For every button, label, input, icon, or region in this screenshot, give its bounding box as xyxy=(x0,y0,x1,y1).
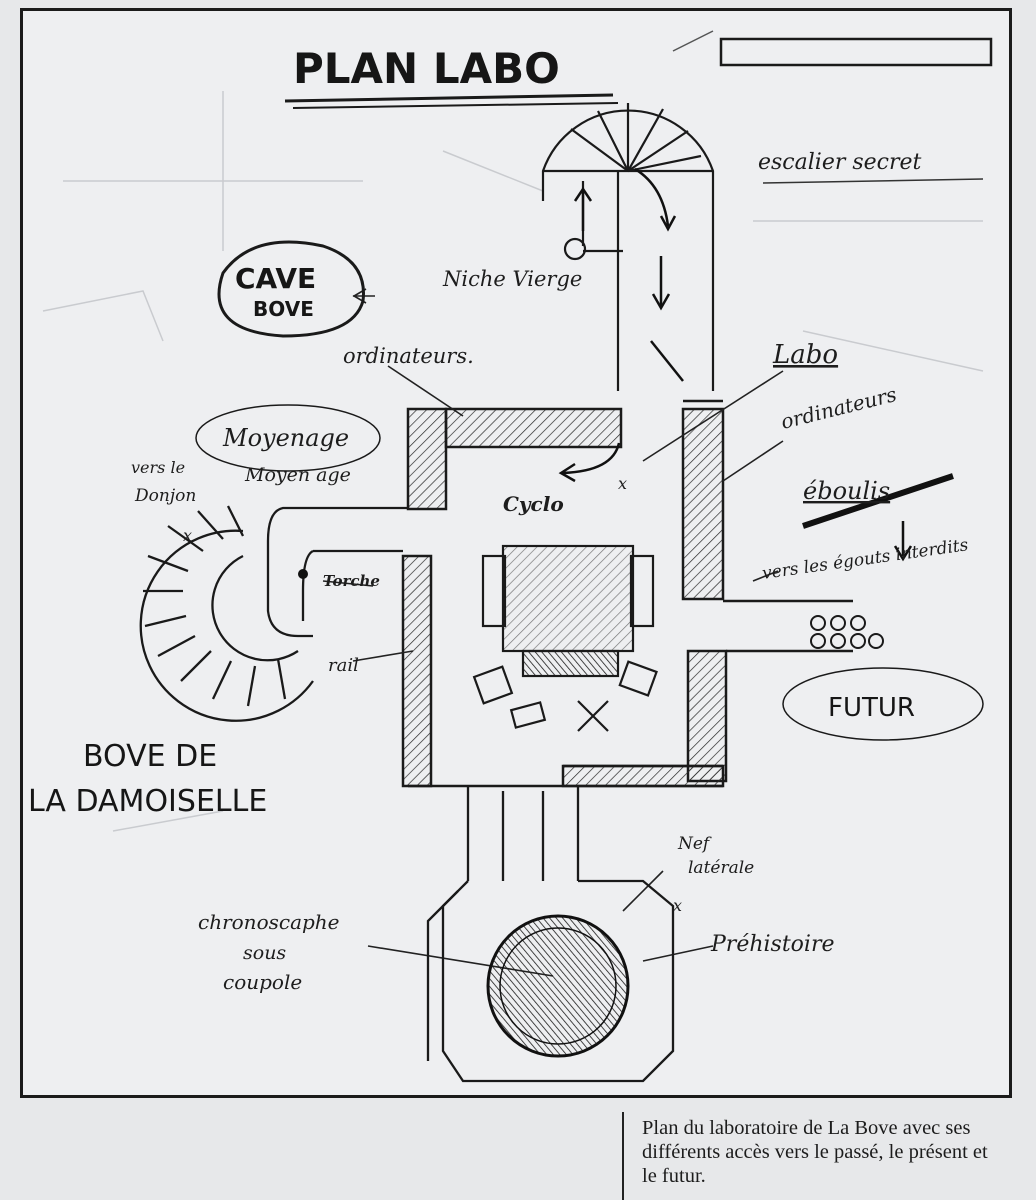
label-la-damoiselle: LA DAMOISELLE xyxy=(28,784,267,819)
chronoscaphe-dome xyxy=(486,914,630,1058)
corner-box xyxy=(719,37,993,67)
svg-text:x: x xyxy=(618,474,627,493)
spiral-staircase-left xyxy=(139,505,408,722)
label-futur: FUTUR xyxy=(828,693,915,723)
label-bove-de: BOVE DE xyxy=(83,739,217,774)
label-ordinateurs-right: ordinateurs xyxy=(778,382,898,434)
label-cave: CAVE xyxy=(235,262,316,295)
cyclo-machine xyxy=(472,544,658,732)
svg-text:x: x xyxy=(183,526,192,545)
label-vers-les-egouts: vers les égouts interdits xyxy=(761,535,970,584)
label-niche-vierge: Niche Vierge xyxy=(442,267,582,291)
label-ovals xyxy=(195,240,984,741)
sketch-sheet: x xyxy=(20,8,1012,1098)
label-nef: Nef xyxy=(677,834,712,854)
label-ordinateurs-left: ordinateurs. xyxy=(343,344,474,368)
title-underline xyxy=(284,93,619,109)
label-torche: Torche xyxy=(323,572,380,590)
caption-box: Plan du laboratoire de La Bove avec ses … xyxy=(622,1112,1024,1200)
label-escalier-secret: escalier secret xyxy=(758,150,922,175)
label-sous: sous xyxy=(243,942,286,964)
staircase-arrows xyxy=(573,167,684,382)
figure-caption: Plan du laboratoire de La Bove avec ses … xyxy=(642,1117,988,1187)
secret-staircase xyxy=(541,103,715,391)
faint-background-traces xyxy=(42,91,984,832)
lab-walls xyxy=(401,399,853,788)
circles-right xyxy=(810,615,884,649)
plan-title: PLAN LABO xyxy=(293,44,560,93)
label-eboulis: éboulis xyxy=(803,477,890,505)
label-cyclo: Cyclo xyxy=(503,492,564,516)
floor-plan-sketch: x xyxy=(28,30,993,1083)
label-bove: BOVE xyxy=(253,297,314,321)
label-rail: rail xyxy=(328,655,359,676)
label-chronoscaphe: chronoscaphe xyxy=(198,910,340,934)
curved-arrow xyxy=(562,442,621,475)
label-moyen-age: Moyen age xyxy=(244,464,351,486)
eboulis-mark xyxy=(802,473,954,529)
label-vers-le: vers le xyxy=(131,458,185,477)
label-prehistoire: Préhistoire xyxy=(710,932,835,957)
label-coupole: coupole xyxy=(223,970,302,994)
label-donjon: Donjon xyxy=(134,486,196,506)
label-moyenage-oval: Moyenage xyxy=(222,424,349,452)
label-laterale: latérale xyxy=(688,858,754,878)
svg-text:x: x xyxy=(673,896,682,915)
label-labo: Labo xyxy=(772,340,838,370)
lateral-nave xyxy=(426,786,675,1083)
